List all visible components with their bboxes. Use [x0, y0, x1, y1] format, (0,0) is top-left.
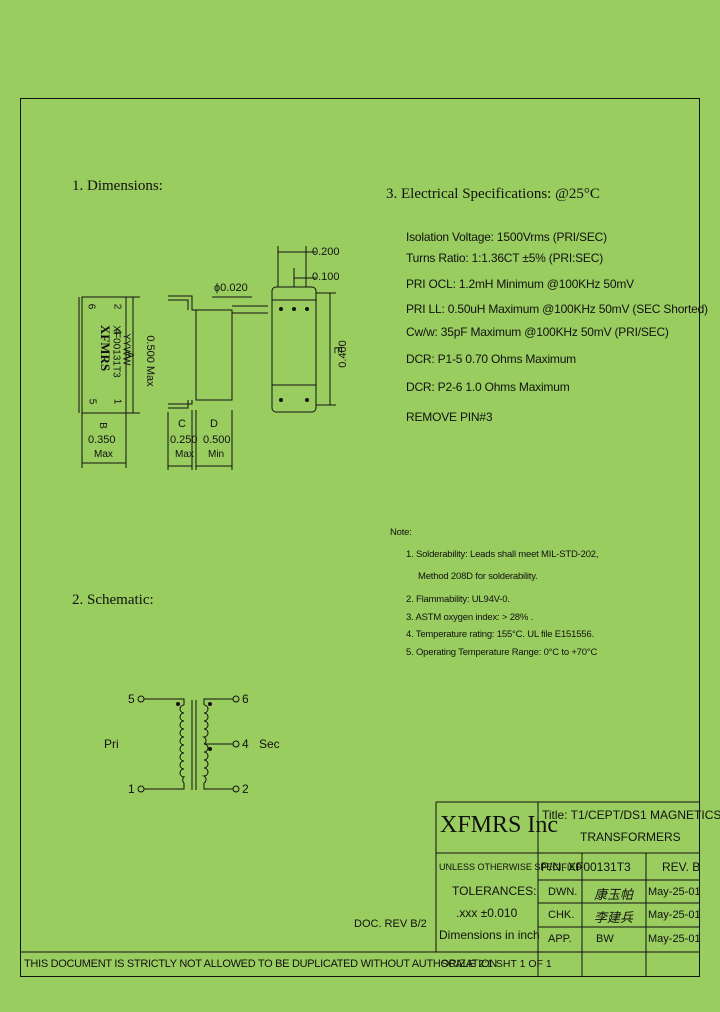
dim-d-sub: Min — [208, 449, 225, 460]
app-date: May-25-01 — [648, 933, 701, 945]
pn-label: P/N: — [541, 860, 565, 874]
polarity-dot-sec-1 — [208, 702, 212, 706]
chk-signature: 李建兵 — [594, 910, 634, 925]
notes-title: Note: — [390, 527, 412, 538]
note-line: 1. Solderability: Leads shall meet MIL-S… — [406, 549, 599, 560]
dim-c-sub: Max — [175, 449, 194, 460]
part-number: XF00131T3 — [568, 860, 631, 874]
dim-c-value: 0.250 — [170, 434, 198, 446]
note-line: 2. Flammability: UL94V-0. — [406, 594, 510, 605]
dwn-label: DWN. — [548, 886, 578, 898]
unless-specified: UNLESS OTHERWISE SPECIFIED — [439, 862, 582, 872]
spec-line: PRI OCL: 1.2mH Minimum @100KHz 50mV — [406, 277, 634, 291]
tolerances-label: TOLERANCES: — [452, 884, 537, 898]
top-view-body — [81, 296, 127, 414]
dim-c-label: C — [178, 418, 186, 430]
drawing-frame — [20, 98, 700, 977]
note-line: Method 208D for solderability. — [418, 571, 538, 582]
revision: REV. B — [662, 860, 701, 874]
scale-sheet: SCALE 2:1 SHT 1 OF 1 — [441, 958, 552, 970]
schem-pin-5: 5 — [128, 692, 135, 706]
schem-pin-4: 4 — [242, 737, 249, 751]
app-signature: BW — [596, 933, 614, 945]
spec-line: Turns Ratio: 1:1.36CT ±5% (PRI:SEC) — [406, 251, 603, 265]
tolerances-value: .xxx ±0.010 — [456, 906, 518, 920]
spec-line: Isolation Voltage: 1500Vrms (PRI/SEC) — [406, 230, 607, 244]
dim-b-value: 0.350 — [88, 434, 116, 446]
drawing-title-line2: TRANSFORMERS — [580, 830, 681, 844]
dim-d-label: D — [210, 418, 218, 430]
app-label: APP. — [548, 933, 572, 945]
schem-pin-2: 2 — [242, 782, 249, 796]
polarity-dot-pri — [176, 702, 180, 706]
schem-pin-6: 6 — [242, 692, 249, 706]
dim-phi: ϕ0.020 — [214, 282, 248, 294]
chk-date: May-25-01 — [648, 909, 701, 921]
dwn-date: May-25-01 — [648, 886, 701, 898]
confidentiality-notice: THIS DOCUMENT IS STRICTLY NOT ALLOWED TO… — [24, 958, 497, 970]
doc-revision: DOC. REV B/2 — [354, 918, 427, 930]
note-line: 3. ASTM oxygen index: > 28% . — [406, 612, 534, 623]
dimension-units: Dimensions in inch — [439, 928, 540, 942]
spec-line: Cw/w: 35pF Maximum @100KHz 50mV (PRI/SEC… — [406, 325, 669, 339]
company-name: XFMRS Inc — [440, 812, 559, 838]
note-line: 4. Temperature rating: 155°C. UL file E1… — [406, 629, 594, 640]
dim-top-2: 0.100 — [312, 271, 340, 283]
schem-sec-label: Sec — [259, 737, 280, 751]
spec-line: DCR: P1-5 0.70 Ohms Maximum — [406, 352, 576, 366]
dim-b-sub: Max — [94, 449, 113, 460]
dim-d-value: 0.500 — [203, 434, 231, 446]
spec-line: PRI LL: 0.50uH Maximum @100KHz 50mV (SEC… — [406, 302, 708, 316]
dimensions-title: 1. Dimensions: — [72, 178, 163, 194]
polarity-dot-sec-2 — [208, 747, 212, 751]
spec-line: REMOVE PIN#3 — [406, 410, 493, 424]
schem-pin-1: 1 — [128, 782, 135, 796]
note-line: 5. Operating Temperature Range: 0°C to +… — [406, 647, 598, 658]
schematic-title: 2. Schematic: — [72, 592, 154, 608]
electrical-title: 3. Electrical Specifications: @25°C — [386, 186, 600, 202]
dim-top-1: 0.200 — [312, 246, 340, 258]
schem-pri-label: Pri — [104, 737, 119, 751]
drawing-title-line1: Title: T1/CEPT/DS1 MAGNETICS — [542, 808, 720, 822]
spec-line: DCR: P2-6 1.0 Ohms Maximum — [406, 380, 570, 394]
chk-label: CHK. — [548, 909, 575, 921]
dwn-signature: 康玉帕 — [594, 887, 634, 902]
